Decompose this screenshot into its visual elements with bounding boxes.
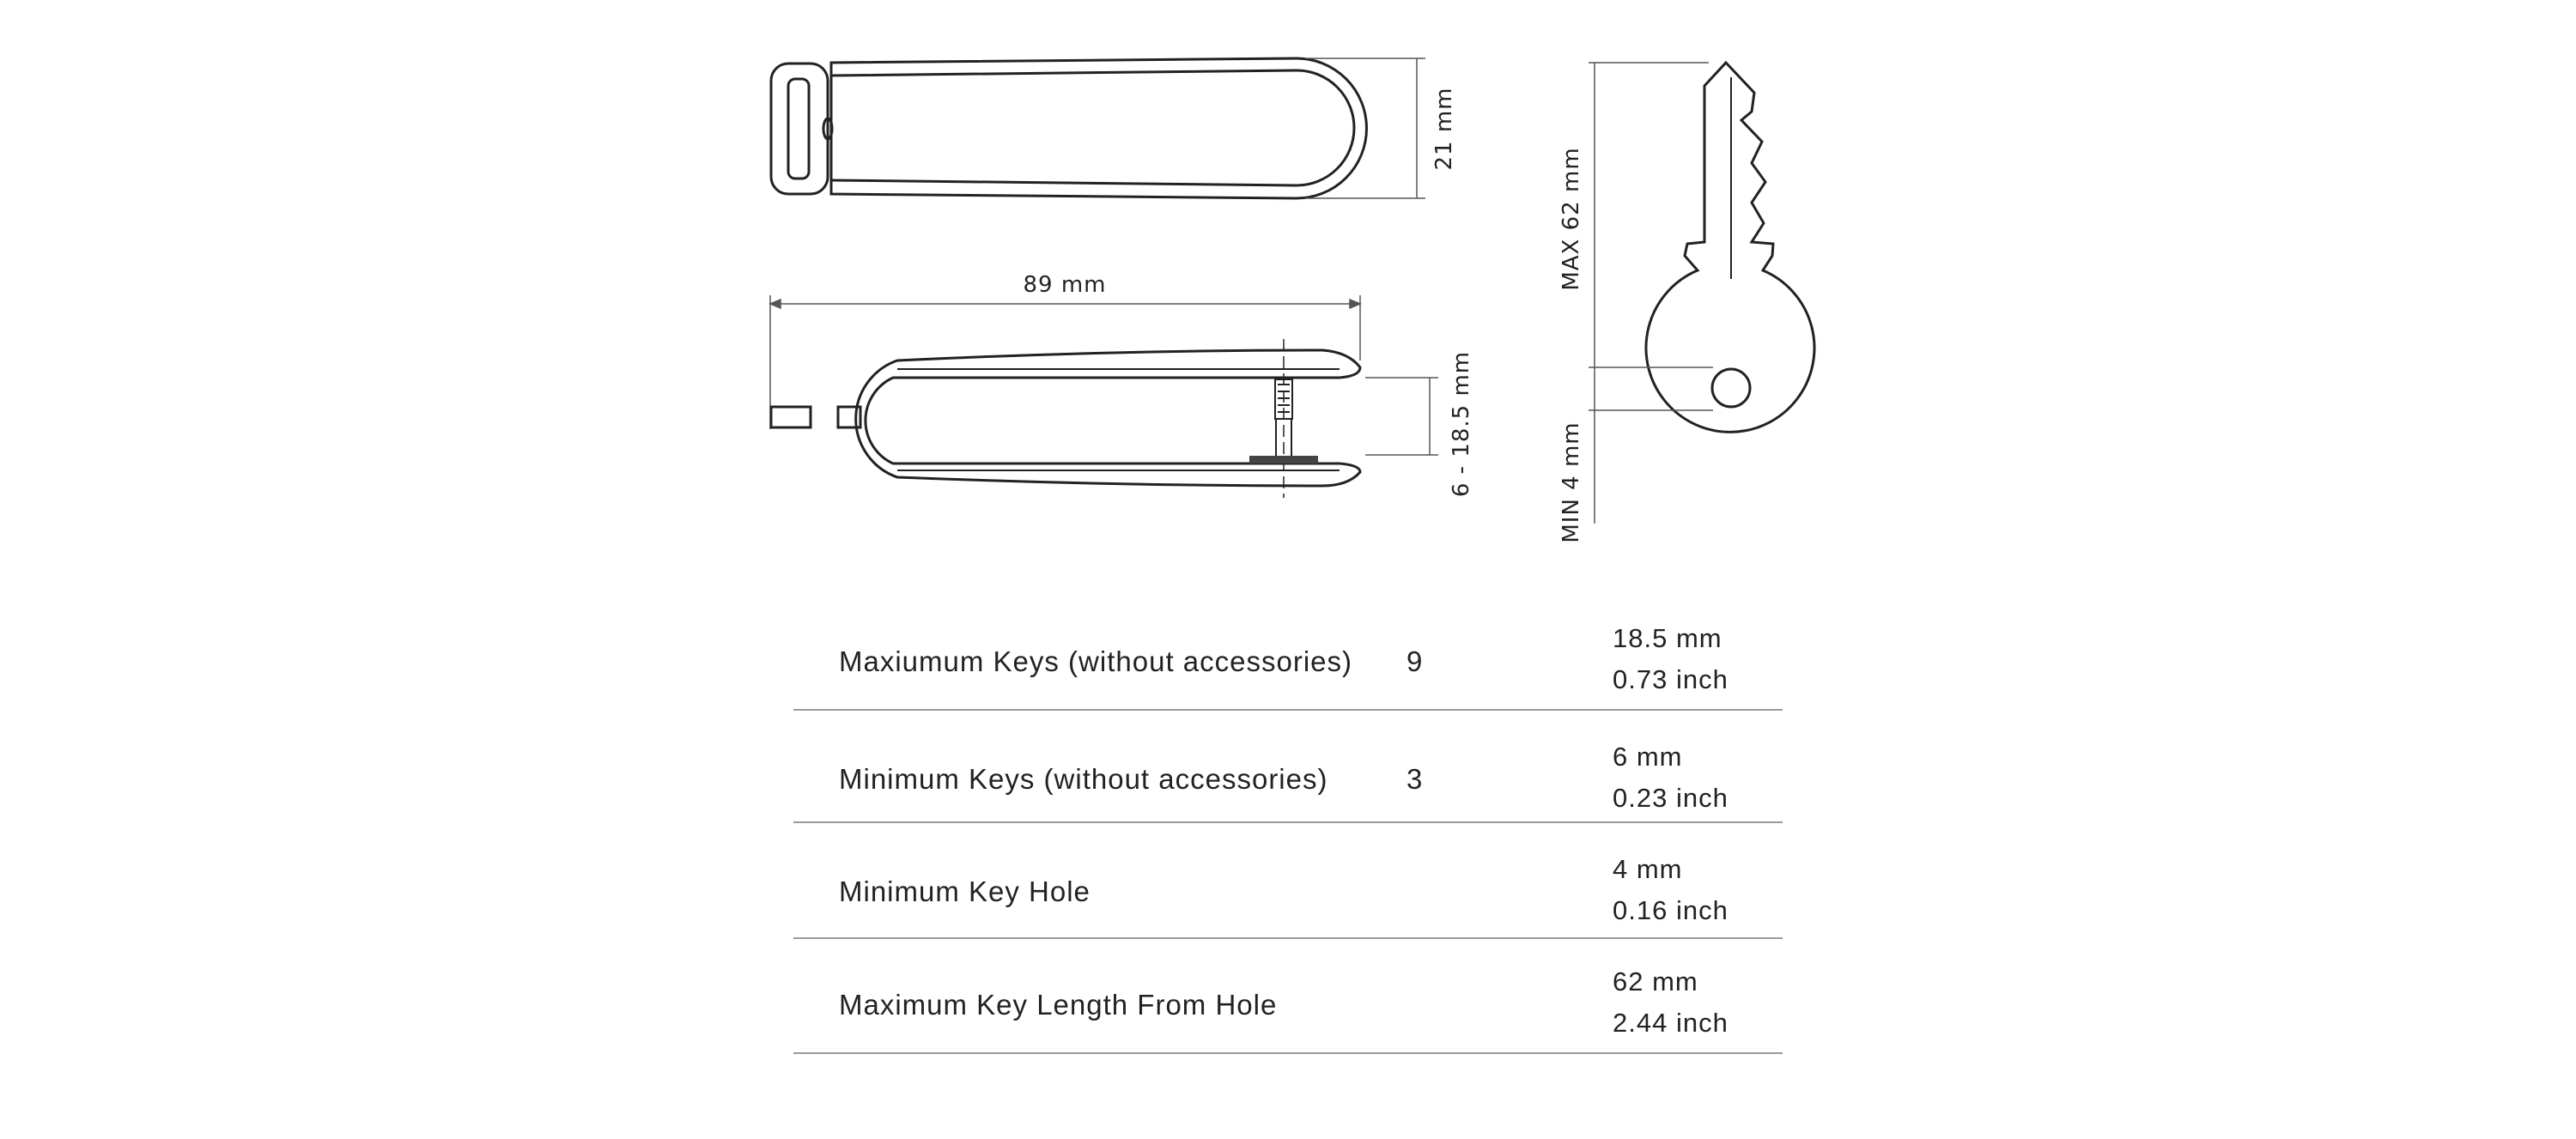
spec-mm: 18.5 mm	[1613, 623, 1722, 653]
spec-inch: 0.16 inch	[1613, 895, 1728, 925]
spec-count: 3	[1406, 763, 1423, 795]
spec-count: 9	[1406, 645, 1423, 677]
spec-values: 6 mm 0.23 inch	[1613, 736, 1728, 819]
spec-mm: 62 mm	[1613, 966, 1698, 997]
spec-values: 18.5 mm 0.73 inch	[1613, 618, 1728, 700]
spec-label: Maxiumum Keys (without accessories)	[839, 645, 1352, 677]
spec-mm: 4 mm	[1613, 854, 1683, 884]
spec-values: 4 mm 0.16 inch	[1613, 849, 1728, 931]
spec-row: Maximum Key Length From Hole 62 mm 2.44 …	[793, 939, 1783, 1054]
spec-mm: 6 mm	[1613, 742, 1683, 772]
clip-top-view-drawing: 21 mm	[769, 57, 1457, 200]
spec-label: Maximum Key Length From Hole	[839, 989, 1278, 1021]
key-drawing: MAX 62 mm MIN 4 mm	[1558, 60, 1816, 543]
spec-label: Minimum Key Hole	[839, 875, 1091, 907]
key-max-length-label: MAX 62 mm	[1558, 147, 1584, 290]
clip-side-view-drawing: 89 mm 6 - 18.5 mm	[769, 272, 1474, 498]
spec-values: 62 mm 2.44 inch	[1613, 961, 1728, 1044]
spec-row: Minimum Keys (without accessories) 3 6 m…	[793, 711, 1783, 823]
spec-row: Minimum Key Hole 4 mm 0.16 inch	[793, 823, 1783, 939]
clip-length-label: 89 mm	[1023, 272, 1106, 298]
key-min-hole-label: MIN 4 mm	[1558, 421, 1584, 542]
spec-label: Minimum Keys (without accessories)	[839, 763, 1328, 795]
clip-capacity-label: 6 - 18.5 mm	[1449, 351, 1474, 497]
spec-inch: 0.73 inch	[1613, 664, 1728, 694]
spec-inch: 0.23 inch	[1613, 783, 1728, 813]
clip-width-label: 21 mm	[1431, 87, 1457, 170]
spec-inch: 2.44 inch	[1613, 1008, 1728, 1038]
spec-row: Maxiumum Keys (without accessories) 9 18…	[793, 601, 1783, 711]
